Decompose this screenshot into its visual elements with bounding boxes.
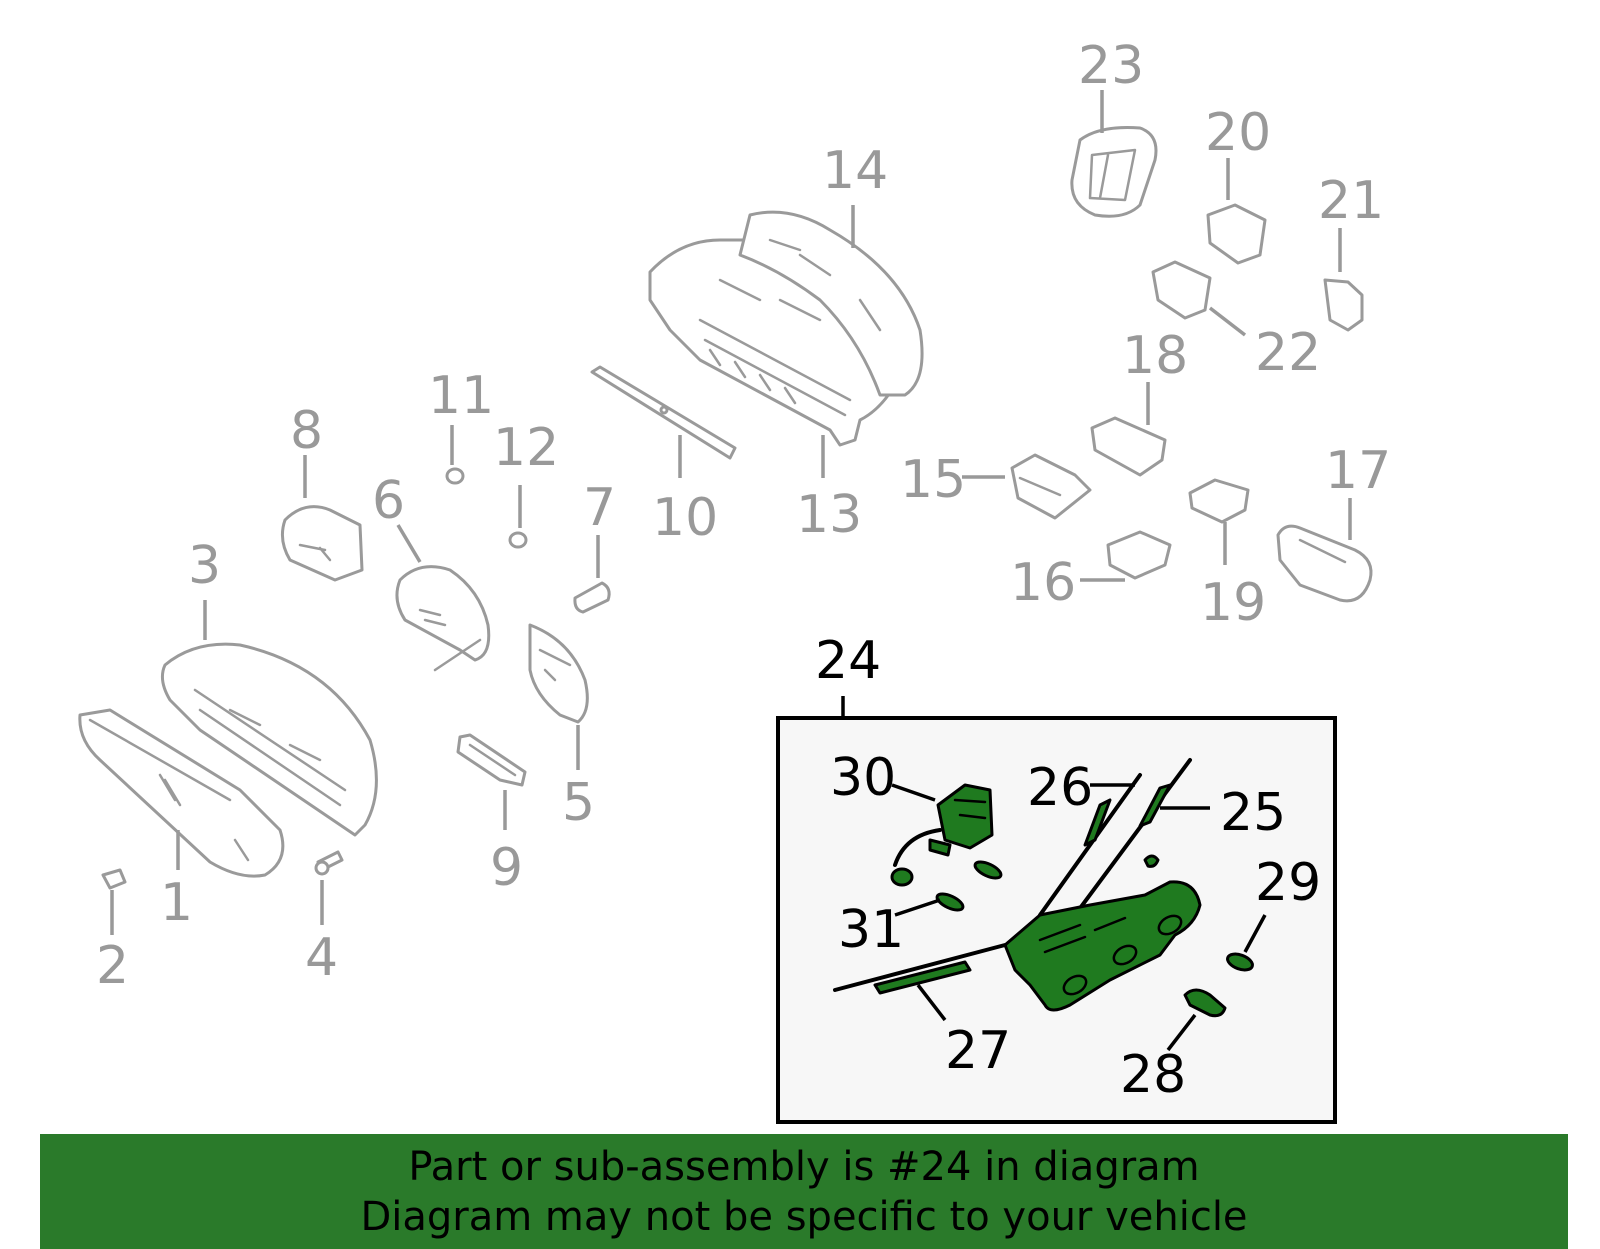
part-4-screw (314, 850, 344, 876)
info-banner: Part or sub-assembly is #24 in diagram D… (40, 1134, 1568, 1249)
part-10-strip (590, 365, 737, 460)
part-17-switch (1276, 524, 1373, 603)
label-15: 15 (900, 450, 966, 510)
label-14: 14 (822, 141, 888, 201)
label-9: 9 (490, 838, 523, 898)
label-26: 26 (1027, 758, 1093, 818)
part-1-lens (78, 708, 285, 878)
part-3-bezel (160, 642, 378, 837)
part-16-switch (1106, 530, 1172, 580)
label-13: 13 (796, 485, 862, 545)
label-8: 8 (290, 401, 323, 461)
label-6: 6 (372, 471, 405, 531)
part-20-switch (1206, 203, 1267, 265)
label-24: 24 (815, 631, 881, 691)
part-25-26-cables (1038, 758, 1192, 917)
label-10: 10 (652, 488, 718, 548)
part-7-bulb (573, 581, 611, 614)
label-16: 16 (1010, 553, 1076, 613)
part-13-14-cluster-housing (648, 210, 924, 447)
label-7: 7 (583, 478, 616, 538)
label-21: 21 (1318, 171, 1384, 231)
part-23-vent (1070, 126, 1158, 218)
part-24-control-head (1003, 880, 1202, 1012)
label-30: 30 (830, 748, 896, 808)
part-11-bulb (445, 467, 465, 485)
arrow-6 (396, 524, 422, 563)
label-31: 31 (838, 900, 904, 960)
part-6-speedometer (395, 565, 491, 672)
label-27: 27 (945, 1021, 1011, 1081)
part-30-connector (890, 783, 994, 887)
label-28: 28 (1120, 1045, 1186, 1105)
part-18-switch (1090, 416, 1167, 477)
part-2-clip (101, 868, 127, 890)
banner-line-2: Diagram may not be specific to your vehi… (360, 1194, 1248, 1240)
banner-line-1: Part or sub-assembly is #24 in diagram (408, 1144, 1200, 1190)
part-21-switch (1323, 278, 1364, 332)
label-11: 11 (428, 366, 494, 426)
label-2: 2 (96, 936, 129, 996)
label-25: 25 (1220, 783, 1286, 843)
label-1: 1 (160, 873, 193, 933)
label-4: 4 (305, 928, 338, 988)
label-29: 29 (1255, 853, 1321, 913)
arrow-27 (916, 983, 947, 1022)
label-18: 18 (1122, 326, 1188, 386)
label-5: 5 (562, 773, 595, 833)
arrow-28 (1166, 1013, 1197, 1052)
label-17: 17 (1325, 441, 1391, 501)
arrow-31 (894, 898, 941, 917)
part-8-tachometer (280, 505, 364, 582)
arrow-22 (1208, 306, 1247, 337)
part-12-bulb (508, 531, 528, 549)
label-12: 12 (493, 418, 559, 478)
part-5-gauge-face (528, 623, 589, 724)
label-20: 20 (1205, 103, 1271, 163)
part-22-switch (1151, 260, 1212, 320)
label-19: 19 (1200, 573, 1266, 633)
part-31-clip (935, 860, 1003, 912)
part-29-knob (1226, 952, 1254, 972)
label-3: 3 (188, 536, 221, 596)
part-15-switch (1010, 453, 1092, 520)
label-23: 23 (1078, 36, 1144, 96)
part-19-switch (1188, 478, 1250, 524)
arrow-29 (1243, 914, 1267, 953)
part-28-knob (1183, 988, 1227, 1018)
label-22: 22 (1255, 323, 1321, 383)
part-27-cable (833, 943, 1007, 995)
arrow-30 (891, 783, 936, 802)
part-9-bracket (456, 733, 527, 787)
